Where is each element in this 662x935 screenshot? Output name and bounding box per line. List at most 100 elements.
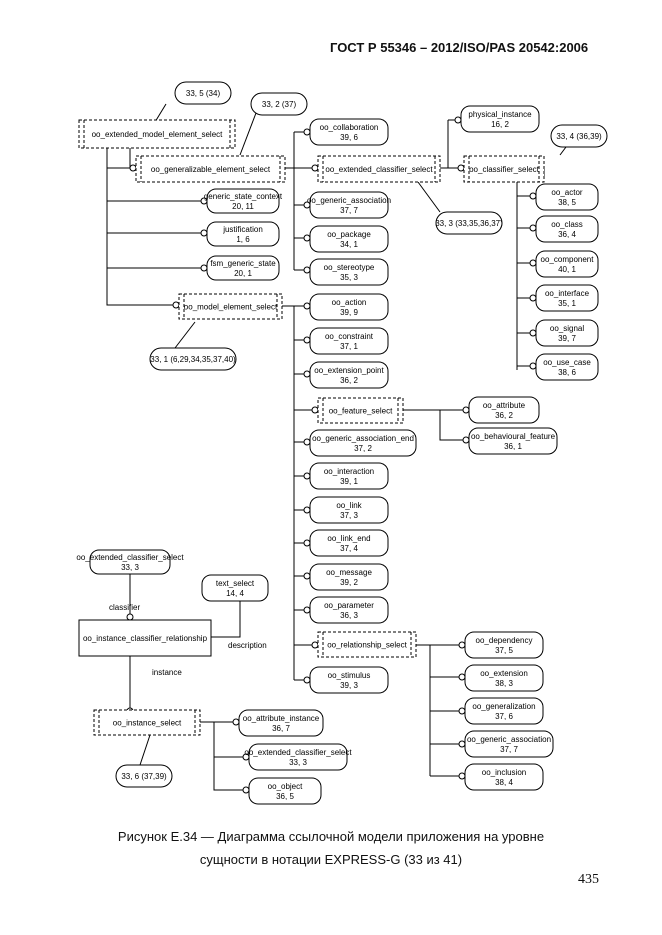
node-name-physical_instance: physical_instance xyxy=(468,110,532,119)
ref-oval-ref_cls xyxy=(550,124,608,148)
node-box-ext_classifier_ref xyxy=(89,549,171,575)
ref-oval-ref_inst xyxy=(115,764,173,788)
ref-oval-ref_mel xyxy=(149,347,237,371)
node-name-ext_classifier_ref2: oo_extended_classifier_select xyxy=(244,748,352,757)
node-box-parameter xyxy=(309,596,389,624)
ref-oval-text-ref_cls: 33, 4 (36,39) xyxy=(556,132,602,141)
node-name-dependency: oo_dependency xyxy=(476,636,533,645)
node-ref-inclusion: 38, 4 xyxy=(495,778,513,787)
node-ref-stereotype: 35, 3 xyxy=(340,273,358,282)
node-box-interface xyxy=(535,284,599,312)
ref-oval-text-ref_gen: 33, 2 (37) xyxy=(262,100,297,109)
node-ref-actor: 38, 5 xyxy=(558,198,576,207)
node-box-extension xyxy=(464,664,544,692)
node-box-stereotype xyxy=(309,258,389,286)
select-label-generalizable_element_select: oo_generalizable_element_select xyxy=(151,165,271,174)
ref-oval-text-ref_top: 33, 5 (34) xyxy=(186,89,221,98)
select-label-ext_model_element_select: oo_extended_model_element_select xyxy=(92,130,224,139)
node-ref-class: 36, 4 xyxy=(558,230,576,239)
ref-oval-ref_gen xyxy=(250,92,308,116)
node-box-behavioural_feature xyxy=(468,427,558,455)
node-ref-attribute: 36, 2 xyxy=(495,411,513,420)
node-ref-dependency: 37, 5 xyxy=(495,646,513,655)
node-name-link_end: oo_link_end xyxy=(327,534,370,543)
node-ref-justification: 1, 6 xyxy=(236,235,250,244)
edge-label-instance: instance xyxy=(152,668,182,677)
node-box-link_end xyxy=(309,529,389,557)
node-box-generic_association_r xyxy=(464,730,554,758)
node-ref-use_case: 38, 6 xyxy=(558,368,576,377)
node-box-collaboration xyxy=(309,118,389,146)
node-box-fsm_generic_state xyxy=(206,255,280,281)
node-ref-parameter: 36, 3 xyxy=(340,611,358,620)
ref-oval-text-ref_mel: 33, 1 (6,29,34,35,37,40) xyxy=(150,355,236,364)
node-name-link: oo_link xyxy=(336,501,362,510)
page-number: 435 xyxy=(578,872,599,887)
node-box-message xyxy=(309,563,389,591)
node-name-action: oo_action xyxy=(332,298,367,307)
node-box-generic_association_end xyxy=(309,429,417,457)
node-box-stimulus xyxy=(309,666,389,694)
select-box-feature_select xyxy=(317,397,404,424)
select-box-ext_model_element_select xyxy=(78,119,236,149)
node-ref-signal: 39, 7 xyxy=(558,334,576,343)
node-ref-fsm_generic_state: 20, 1 xyxy=(234,269,252,278)
select-label-feature_select: oo_feature_select xyxy=(329,407,393,416)
select-label-instance_select: oo_instance_select xyxy=(113,719,182,728)
node-ref-package: 34, 1 xyxy=(340,240,358,249)
node-name-inclusion: oo_inclusion xyxy=(482,768,526,777)
node-ref-extension: 38, 3 xyxy=(495,679,513,688)
node-name-justification: justification xyxy=(222,225,263,234)
entity-label-instance_classifier_relationship: oo_instance_classifier_relationship xyxy=(83,634,208,643)
node-name-interaction: oo_interaction xyxy=(324,467,374,476)
node-box-attribute_instance xyxy=(238,709,324,737)
node-name-behavioural_feature: oo_behavioural_feature xyxy=(471,432,556,441)
node-ref-text_select: 14, 4 xyxy=(226,589,244,598)
node-box-generalization xyxy=(464,697,544,725)
node-box-generic_state_context xyxy=(206,188,280,214)
node-name-generic_association_g: oo_generic_association xyxy=(307,196,391,205)
node-box-inclusion xyxy=(464,763,544,791)
node-box-package xyxy=(309,225,389,253)
figure-caption-line-2: сущности в нотации EXPRESS-G (33 из 41) xyxy=(199,852,463,867)
node-ref-ext_classifier_ref: 33, 3 xyxy=(121,563,139,572)
figure-caption-line-1: Рисунок Е.34 — Диаграмма ссылочной модел… xyxy=(117,829,545,844)
node-ref-constraint: 37, 1 xyxy=(340,342,358,351)
select-box-relationship_select xyxy=(317,631,417,658)
node-name-use_case: oo_use_case xyxy=(543,358,591,367)
select-label-classifier_select: oo_classifier_select xyxy=(469,165,540,174)
node-ref-collaboration: 39, 6 xyxy=(340,133,358,142)
node-name-component: oo_component xyxy=(541,255,595,264)
node-name-stereotype: oo_stereotype xyxy=(324,263,375,272)
node-name-ext_classifier_ref: oo_extended_classifier_select xyxy=(76,553,184,562)
node-name-package: oo_package xyxy=(327,230,371,239)
node-box-action xyxy=(309,293,389,321)
select-label-relationship_select: oo_relationship_select xyxy=(327,641,407,650)
node-ref-physical_instance: 16, 2 xyxy=(491,120,509,129)
node-ref-action: 39, 9 xyxy=(340,308,358,317)
node-name-text_select: text_select xyxy=(216,579,255,588)
ref-oval-ref_top xyxy=(174,81,232,105)
node-name-parameter: oo_parameter xyxy=(324,601,374,610)
node-name-generic_state_context: generic_state_context xyxy=(204,192,283,201)
ref-oval-text-ref_inst: 33, 6 (37,39) xyxy=(121,772,167,781)
node-ref-component: 40, 1 xyxy=(558,265,576,274)
node-name-collaboration: oo_collaboration xyxy=(320,123,379,132)
node-name-attribute: oo_attribute xyxy=(483,401,526,410)
node-ref-extension_point: 36, 2 xyxy=(340,376,358,385)
node-ref-generalization: 37, 6 xyxy=(495,712,513,721)
select-label-model_element_select: oo_model_element_select xyxy=(184,303,278,312)
ref-oval-ref_ext xyxy=(435,211,503,235)
node-name-generic_association_r: oo_generic_association xyxy=(467,735,551,744)
select-box-model_element_select xyxy=(178,293,283,320)
node-box-text_select xyxy=(201,574,269,602)
node-box-actor xyxy=(535,183,599,211)
node-name-class: oo_class xyxy=(551,220,583,229)
select-box-instance_select xyxy=(93,709,201,736)
ref-oval-text-ref_ext: 33, 3 (33,35,36,37) xyxy=(435,219,503,228)
edge-label-classifier: classifier xyxy=(109,603,140,612)
node-ref-interaction: 39, 1 xyxy=(340,477,358,486)
node-box-object xyxy=(248,777,322,805)
node-name-stimulus: oo_stimulus xyxy=(328,671,371,680)
